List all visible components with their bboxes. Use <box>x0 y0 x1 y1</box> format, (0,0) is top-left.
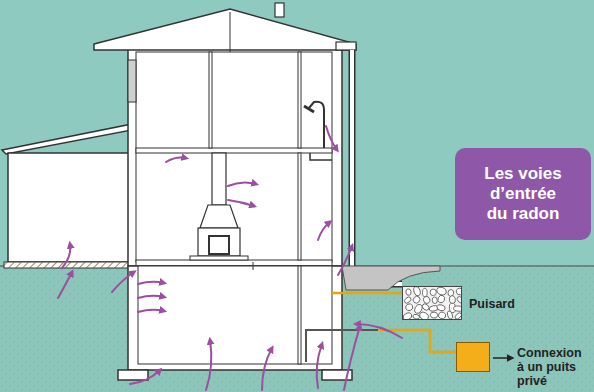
house-roof <box>94 9 356 50</box>
main-floor <box>136 260 332 266</box>
gravel-stone <box>437 294 446 304</box>
annex-wall <box>8 153 130 262</box>
downspout <box>352 50 402 284</box>
gravel-fill <box>403 287 461 319</box>
annex-roof <box>2 124 132 154</box>
soil-texture <box>0 266 594 392</box>
annex-slab <box>4 262 130 268</box>
radon-arrow <box>62 244 70 268</box>
partition-wall <box>298 266 301 364</box>
radon-arrows <box>58 126 402 390</box>
basement-wall <box>128 266 342 370</box>
gravel-stone <box>432 297 438 304</box>
roof-vent <box>275 3 284 17</box>
drain-pipe <box>332 292 402 295</box>
title-box: Les voies d’entrée du radon <box>455 148 591 240</box>
gravel-stone <box>454 312 461 319</box>
radon-arrow <box>58 272 72 298</box>
hearth <box>190 256 248 260</box>
radon-arrow <box>130 370 160 384</box>
radon-arrow <box>338 246 352 275</box>
gravel-stone <box>403 296 412 304</box>
radon-arrow <box>228 182 256 186</box>
gravel-stone <box>418 311 429 319</box>
radon-arrow <box>206 340 211 390</box>
roof-truss <box>230 12 231 52</box>
radon-arrow <box>138 296 164 298</box>
gravel-stone <box>423 296 431 305</box>
house-wall <box>128 48 342 266</box>
floor-joint <box>253 262 254 270</box>
gutter <box>336 42 356 50</box>
gravel-stone <box>447 310 454 319</box>
radon-arrow <box>138 310 164 312</box>
gravel-stone <box>430 289 436 296</box>
radon-arrow <box>138 282 164 284</box>
gravel-stone <box>421 303 430 312</box>
basement-interior <box>138 266 332 364</box>
window <box>128 60 136 102</box>
gravel-stone <box>413 287 422 297</box>
sky-background <box>0 0 594 266</box>
radon-arrow <box>318 222 330 240</box>
gravel-stone <box>456 295 461 304</box>
radon-arrow <box>262 348 272 390</box>
gravel-stone <box>453 306 461 312</box>
sump-pit: Puisard <box>402 286 462 320</box>
downspout <box>352 50 402 284</box>
part-label: Puisard <box>469 297 549 311</box>
upper-floor <box>136 148 332 153</box>
radon-arrow <box>344 326 360 390</box>
radon-arrow <box>228 200 254 206</box>
ground-soil <box>0 266 594 392</box>
title-text: Les voies d’entrée du radon <box>480 164 566 224</box>
gravel-stone <box>456 288 461 296</box>
partition-wall <box>298 52 301 148</box>
well-connection-box: Connexion à un puits privé <box>456 342 490 372</box>
gravel-stone <box>430 312 438 319</box>
gravel-stone <box>403 312 413 319</box>
footing <box>118 370 148 380</box>
partition-wall <box>298 153 301 260</box>
shower-head <box>304 106 314 112</box>
chimney-flue <box>212 153 226 205</box>
radon-arrow <box>112 272 134 292</box>
radon-arrow <box>326 126 337 150</box>
house-interior <box>136 52 332 262</box>
gravel-stone <box>436 304 446 312</box>
gravel-stone <box>423 288 428 297</box>
radon-arrow <box>317 344 322 388</box>
well-pipe <box>378 330 456 352</box>
gravel-stone <box>449 295 456 304</box>
water-line <box>306 330 378 362</box>
radon-arrow <box>166 158 186 163</box>
gravel-stone <box>412 295 422 305</box>
firebox <box>209 236 229 254</box>
gravel-stone <box>437 311 446 319</box>
radon-arrow <box>356 324 402 338</box>
fireplace-hood <box>200 205 238 228</box>
gravel-stone <box>405 288 411 295</box>
part-label: Connexion à un puits privé <box>517 346 589 388</box>
fireplace <box>198 228 240 256</box>
gravel-stone <box>412 314 420 319</box>
water-pipe <box>310 153 332 160</box>
partition-wall <box>209 52 212 148</box>
annex-slab-hatch <box>4 262 130 268</box>
gravel-stone <box>405 303 414 312</box>
leader-arrow <box>493 357 513 359</box>
